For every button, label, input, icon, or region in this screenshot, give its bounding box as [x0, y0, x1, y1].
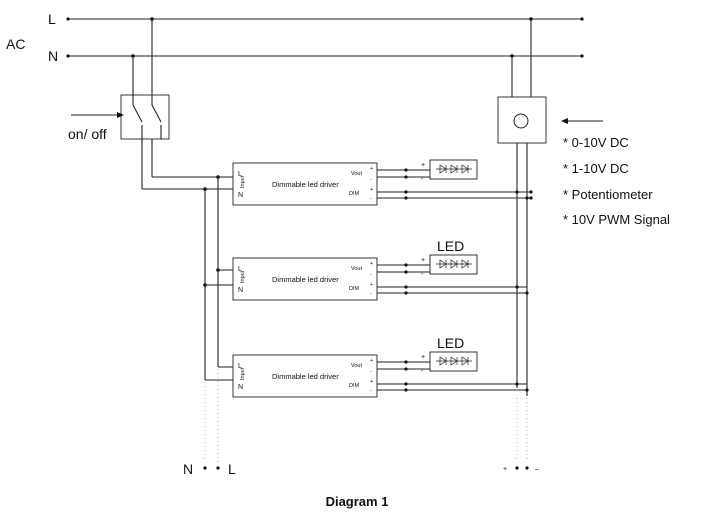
dim-option-2: * Potentiometer — [563, 187, 653, 202]
ac-line-n-label: N — [48, 48, 58, 64]
driver-1-input-label: Input — [240, 175, 246, 188]
led-2-minus: - — [421, 271, 424, 278]
diagram-caption: Diagram 1 — [326, 494, 389, 509]
driver-2-input-label: Input — [240, 270, 246, 283]
bottom-terminals-right: + – — [503, 466, 539, 473]
driver-2-dim-minus: - — [370, 291, 372, 297]
ac-label: AC — [6, 36, 25, 52]
driver-3-pin-n: N — [238, 384, 243, 391]
driver-1-pin-n: N — [238, 192, 243, 199]
dim-option-1: * 1-10V DC — [563, 161, 629, 176]
dimmer-knob-icon — [513, 113, 529, 129]
driver-2-dim: DIM — [349, 286, 360, 292]
driver-2-dim-plus: + — [370, 282, 373, 288]
driver-2-vout-minus: - — [370, 272, 372, 278]
driver-2-vout-plus: + — [370, 261, 373, 267]
driver-3-name: Dimmable led driver — [272, 372, 339, 381]
driver-1-vout-plus: + — [370, 166, 373, 172]
led-strip-1 — [429, 159, 478, 180]
led-3-minus: - — [421, 368, 424, 375]
driver-3-vout-plus: + — [370, 358, 373, 364]
led-3-plus: + — [421, 354, 425, 361]
led-2-plus: + — [421, 257, 425, 264]
led-strip-3 — [429, 351, 478, 372]
driver-2-pin-n: N — [238, 287, 243, 294]
driver-1-pin-l: L — [238, 171, 242, 178]
led-1-minus: - — [421, 176, 424, 183]
driver-3-box — [232, 354, 378, 398]
driver-3-dim-minus: - — [370, 388, 372, 394]
driver-1-dim: DIM — [349, 191, 360, 197]
driver-3-dim-plus: + — [370, 379, 373, 385]
led-1-plus: + — [421, 162, 425, 169]
driver-1-dim-minus: - — [370, 196, 372, 202]
driver-1: L N Input Dimmable led driver Vout DIM +… — [232, 159, 533, 206]
driver-1-box — [232, 162, 378, 206]
led-2-label: LED — [437, 238, 464, 254]
dim-option-3: * 10V PWM Signal — [563, 212, 670, 227]
dim-option-0: * 0-10V DC — [563, 135, 629, 150]
driver-2-vout: Vout — [351, 266, 362, 272]
driver-3: L N Input Dimmable led driver Vout DIM +… — [232, 335, 529, 398]
driver-2: L N Input Dimmable led driver Vout DIM +… — [232, 238, 529, 301]
switch-label: on/ off — [68, 126, 107, 142]
terminal-l-label: L — [228, 461, 236, 477]
terminal-plus-label: + — [503, 466, 507, 473]
led-3-label: LED — [437, 335, 464, 351]
switch-box — [120, 94, 170, 140]
led-strip-2 — [429, 254, 478, 275]
led-2-diodes-icon — [436, 259, 472, 269]
driver-3-vout: Vout — [351, 363, 362, 369]
terminal-minus-label: – — [535, 466, 539, 473]
driver-2-pin-l: L — [238, 266, 242, 273]
led-3-diodes-icon — [436, 356, 472, 366]
driver-3-input-label: Input — [240, 367, 246, 380]
driver-1-name: Dimmable led driver — [272, 180, 339, 189]
driver-2-box — [232, 257, 378, 301]
mains-bus — [203, 175, 236, 462]
dimmer-control: * 0-10V DC * 1-10V DC * Potentiometer * … — [497, 19, 670, 396]
driver-1-vout: Vout — [351, 171, 362, 177]
on-off-switch: on/ off — [68, 19, 236, 190]
driver-3-pin-l: L — [238, 363, 242, 370]
driver-2-name: Dimmable led driver — [272, 275, 339, 284]
driver-1-vout-minus: - — [370, 177, 372, 183]
driver-3-dim: DIM — [349, 383, 360, 389]
ac-supply: AC L N — [6, 11, 584, 64]
bottom-terminals-left: N L — [183, 461, 236, 477]
ac-line-l-label: L — [48, 11, 56, 27]
led-1-diodes-icon — [436, 164, 472, 174]
terminal-n-label: N — [183, 461, 193, 477]
driver-3-vout-minus: - — [370, 369, 372, 375]
driver-1-dim-plus: + — [370, 187, 373, 193]
